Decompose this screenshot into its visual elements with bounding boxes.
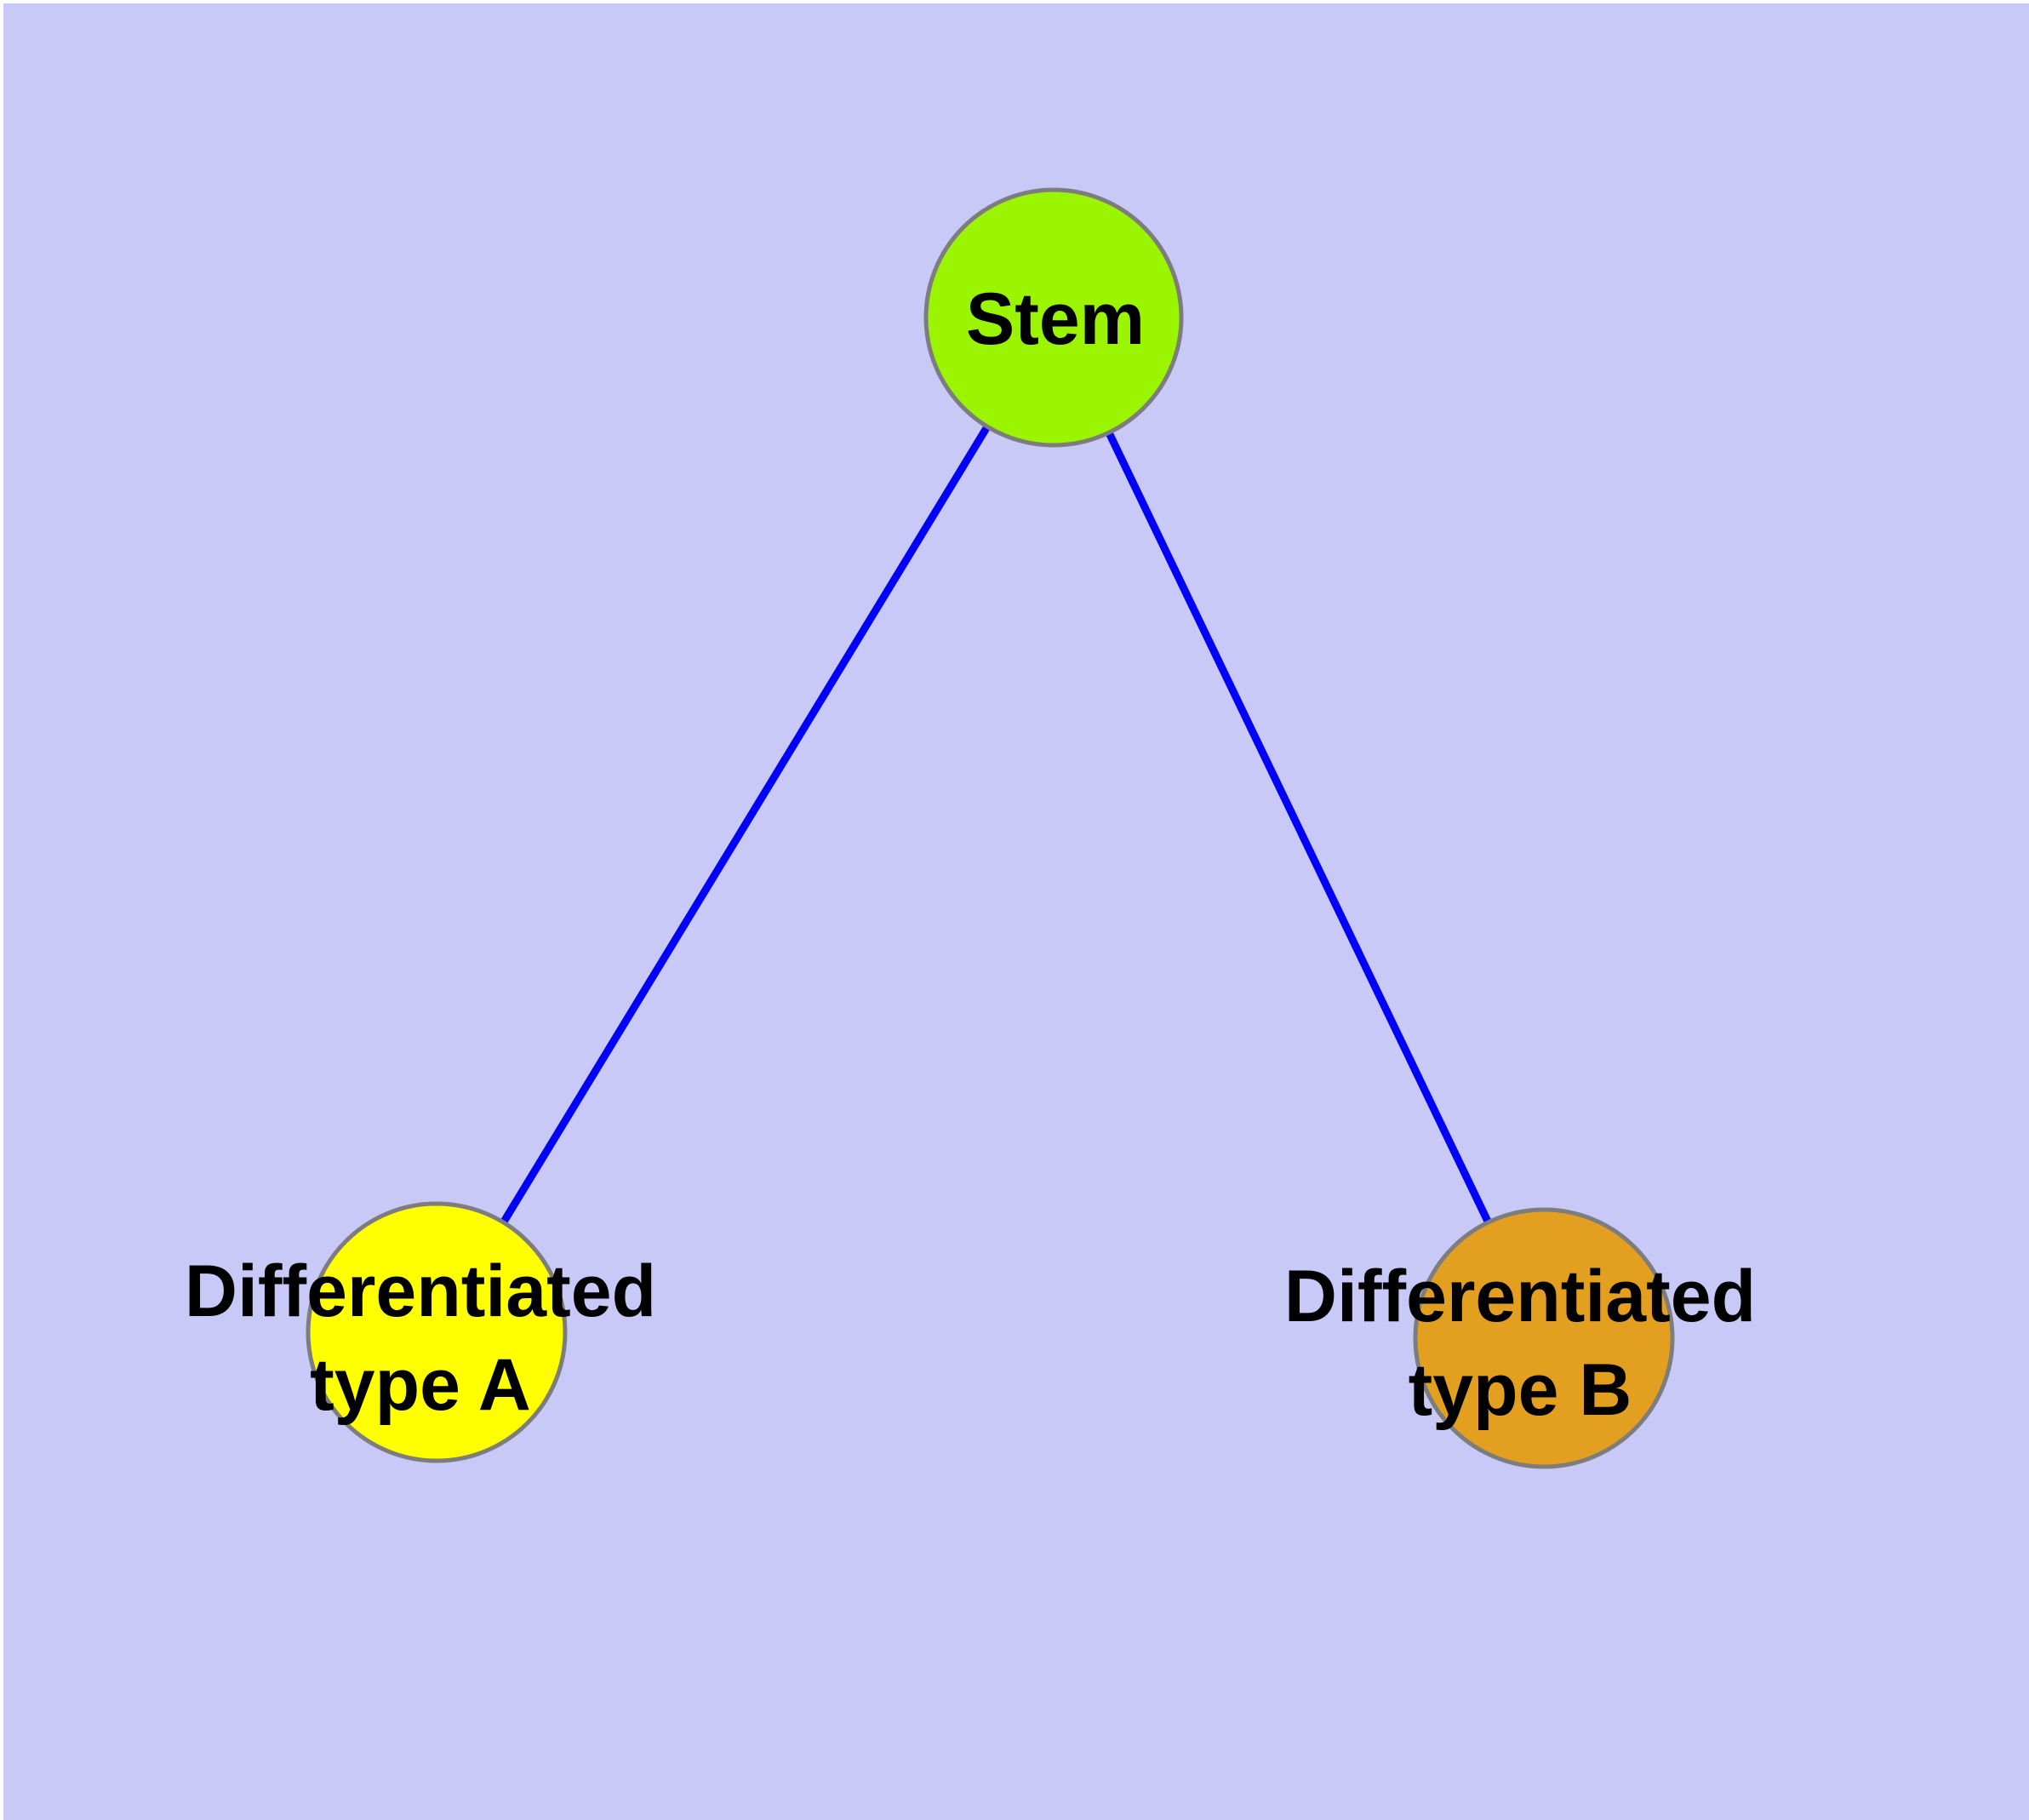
edge-stem-to-type-a (433, 315, 1057, 1335)
node-group (306, 187, 1675, 1469)
edge-group (433, 315, 1548, 1340)
node-stem-label: Stem (966, 278, 1145, 360)
node-type-a-label-line2: type A (310, 1344, 531, 1426)
node-type-b-label-line2: type B (1409, 1349, 1632, 1431)
node-type-a-label: Differentiated type A (185, 1251, 656, 1426)
node-differentiated-type-b (1413, 1207, 1675, 1469)
edge-stem-to-type-b (1049, 316, 1548, 1340)
label-group: Stem Differentiated type A Differentiated… (185, 278, 1756, 1431)
node-differentiated-type-a (306, 1201, 568, 1463)
node-type-b-label: Differentiated type B (1284, 1256, 1756, 1431)
node-stem (923, 187, 1184, 448)
node-type-a-label-line1: Differentiated (185, 1251, 656, 1332)
node-type-b-label-line1: Differentiated (1284, 1256, 1756, 1337)
